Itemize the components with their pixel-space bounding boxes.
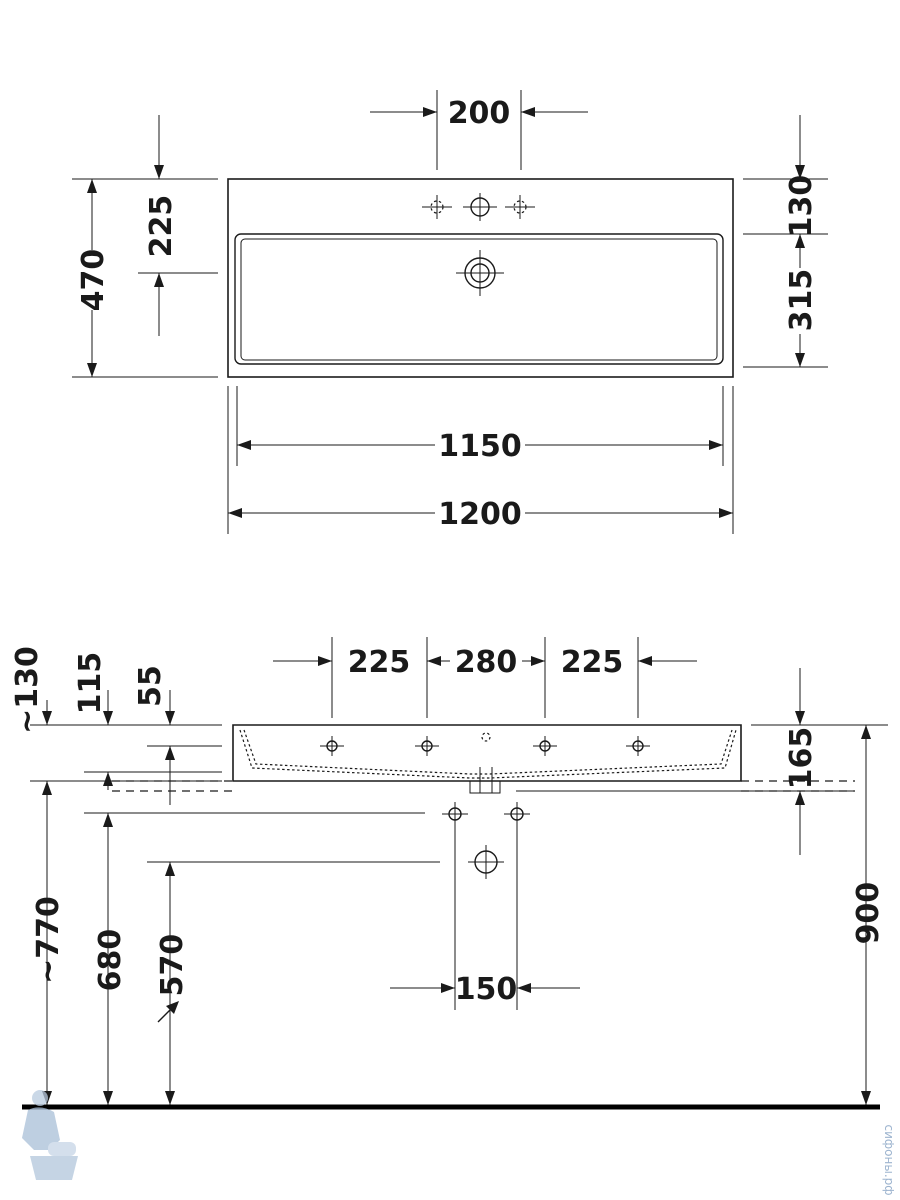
top-view: 200 470 225 130 315 <box>72 90 828 534</box>
dim-basin-depth: 315 <box>784 269 819 332</box>
tap-hole-marks <box>320 736 650 756</box>
supply-pipe-left <box>442 802 468 826</box>
watermark-text: сифоны.рф <box>882 1124 896 1195</box>
dim-900: 900 <box>851 882 886 945</box>
dim-hole-spacing-center: 280 <box>455 645 518 680</box>
supply-pipe-right <box>504 802 530 826</box>
top-view-bowl-inner <box>240 238 718 361</box>
dim-basin-width: 1150 <box>438 429 522 464</box>
dim-570: 570 <box>155 934 190 997</box>
dim-hole-spacing-right: 225 <box>561 645 624 680</box>
top-view-bowl <box>234 233 724 365</box>
front-view-outline <box>232 724 742 782</box>
dim-115: 115 <box>73 652 108 715</box>
dim-total-width: 1200 <box>438 497 522 532</box>
tap-hole-center <box>463 193 497 221</box>
dim-approx-130: ~130 <box>10 646 45 734</box>
drain-hole <box>456 250 504 296</box>
dim-hole-spacing-left: 225 <box>348 645 411 680</box>
waste-pipe <box>468 845 504 879</box>
dim-tap-from-back: 225 <box>144 195 179 258</box>
dim-55: 55 <box>133 665 168 707</box>
dim-165: 165 <box>784 727 819 790</box>
front-view: 225 280 225 ~130 ~770 115 680 <box>10 637 888 1110</box>
tap-hole-left-optional <box>422 195 452 219</box>
dim-depth-total: 470 <box>76 249 111 312</box>
watermark-logo <box>22 1090 78 1180</box>
dim-tap-spacing: 200 <box>448 96 511 131</box>
dim-680: 680 <box>93 929 128 992</box>
dim-basin-back-offset: 130 <box>784 175 819 238</box>
tap-hole-right-optional <box>505 195 535 219</box>
dim-150: 150 <box>455 972 518 1007</box>
dim-approx-770: ~770 <box>31 896 66 984</box>
